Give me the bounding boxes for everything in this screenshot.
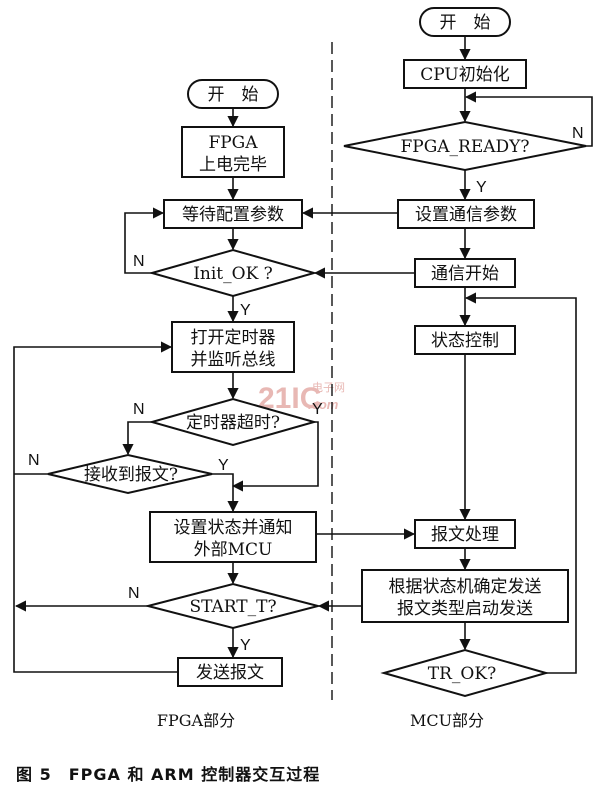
figure-caption: 图 5 FPGA 和 ARM 控制器交互过程 (16, 765, 320, 784)
determine-send-box (361, 569, 569, 623)
init-ok-yes-label: Y (240, 302, 251, 319)
fpga-ready-yes-label: Y (476, 179, 487, 196)
fpga-power-on-line2: 上电完毕 (199, 155, 267, 175)
watermark-cn: 电子网 (312, 381, 345, 394)
timer-timeout-no-label: N (133, 401, 145, 418)
fpga-ready-text: FPGA_READY? (400, 137, 529, 157)
fpga-start-text: 开 始 (208, 85, 259, 105)
fpga-power-on-box (181, 126, 285, 178)
state-control-text: 状态控制 (431, 331, 499, 351)
start-t-no-label: N (128, 585, 140, 602)
determine-send-line1: 根据状态机确定发送 (389, 577, 542, 597)
set-state-line1: 设置状态并通知 (174, 518, 293, 538)
set-state-line2: 外部MCU (194, 540, 273, 560)
comm-start-text: 通信开始 (431, 264, 499, 284)
received-msg-yes-label: Y (218, 457, 229, 474)
set-comm-text: 设置通信参数 (415, 205, 517, 225)
mcu-start-text: 开 始 (440, 13, 491, 33)
set-comm-box (397, 199, 535, 229)
send-msg-text: 发送报文 (196, 663, 264, 683)
open-timer-line2: 并监听总线 (191, 350, 276, 370)
timer-timeout-text: 定时器超时? (186, 413, 280, 433)
received-msg-no-label: N (28, 452, 40, 469)
start-t-yes-label: Y (240, 637, 251, 654)
open-timer-line1: 打开定时器 (191, 328, 276, 348)
fpga-power-on-line1: FPGA (208, 133, 258, 153)
msg-proc-text: 报文处理 (431, 525, 499, 545)
set-state-box (149, 511, 317, 563)
state-control-box (414, 325, 516, 355)
start-t-text: START_T? (189, 597, 276, 617)
fpga-section-label: FPGA部分 (157, 711, 235, 730)
received-msg-text: 接收到报文? (84, 465, 178, 485)
init-ok-no-label: N (133, 253, 145, 270)
mcu-flow: 开 始 CPU初始化 FPGA_READY? N Y 设置通信参数 通信开始 状… (301, 7, 593, 730)
fpga-flow: 开 始 FPGA 上电完毕 等待配置参数 Init_OK ? N Y 打开定时器… (13, 79, 323, 730)
mcu-section-label: MCU部分 (410, 711, 484, 730)
tr-ok-text: TR_OK? (428, 664, 496, 684)
cpu-init-text: CPU初始化 (420, 65, 509, 85)
timer-timeout-yes-label: Y (312, 401, 323, 418)
init-ok-text: Init_OK ? (193, 264, 273, 284)
send-msg-box (177, 657, 283, 687)
watermark-com: .com (308, 397, 339, 412)
determine-send-line2: 报文类型启动发送 (397, 599, 533, 619)
fpga-ready-no-label: N (572, 125, 584, 142)
cpu-init-box (403, 59, 527, 89)
wait-config-text: 等待配置参数 (182, 205, 284, 225)
